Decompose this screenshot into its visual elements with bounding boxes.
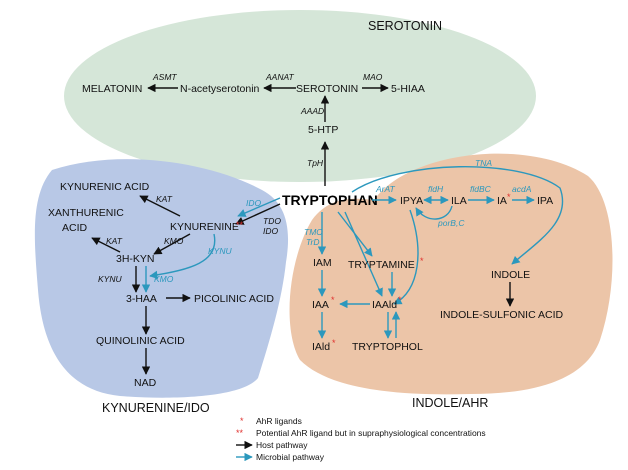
star-ia: * [507, 192, 511, 202]
enzyme-fldh: fldH [428, 184, 444, 194]
enzyme-kmo-1: KMO [164, 236, 184, 246]
region-title-serotonin: SEROTONIN [368, 19, 442, 33]
node-3h-kyn: 3H-KYN [116, 253, 155, 265]
arrow-kynurenine-to-3hkyn [153, 233, 191, 255]
node-iaa: IAA [312, 299, 329, 311]
node-xanthurenic-line1: XANTHURENIC [48, 207, 124, 219]
legend-potential-ligand: Potential AhR ligand but in supraphysiol… [256, 428, 486, 438]
enzyme-fldbc: fldBC [470, 184, 492, 194]
enzyme-aanat: AANAT [265, 72, 295, 82]
arrow-tryptophan-to-iaald [344, 211, 383, 297]
node-indole: INDOLE [491, 269, 530, 281]
node-picolinic-acid: PICOLINIC ACID [194, 293, 274, 305]
enzyme-asmt: ASMT [152, 72, 177, 82]
node-tryptophol: TRYPTOPHOL [352, 341, 423, 353]
node-quinolinic-acid: QUINOLINIC ACID [96, 335, 185, 347]
node-indole-sulfonic-acid: INDOLE-SULFONIC ACID [440, 309, 564, 321]
legend: * AhR ligands ** Potential AhR ligand bu… [236, 416, 486, 462]
indole-region [289, 153, 613, 395]
node-iam: IAM [313, 257, 332, 269]
star-tryptamine: * [420, 256, 424, 266]
node-xanthurenic-line2: ACID [62, 222, 88, 234]
enzyme-acda: acdA [512, 184, 532, 194]
kynurenine-region [34, 159, 289, 398]
arrow-ila-to-ipya-porbc [415, 205, 453, 220]
region-title-kynurenine: KYNURENINE/IDO [102, 401, 210, 415]
star-iald: * [332, 338, 336, 348]
node-ia: IA [497, 195, 507, 207]
arrow-tryptophan-to-indole-tna [351, 166, 564, 265]
enzyme-kat-1: KAT [156, 194, 173, 204]
legend-ahr-ligands: AhR ligands [256, 416, 302, 426]
node-ipya: IPYA [400, 195, 423, 207]
node-ila: ILA [451, 195, 467, 207]
enzyme-kynu-microbial: KYNU [208, 246, 232, 256]
enzyme-arat: ArAT [375, 184, 396, 194]
star-iaa: * [331, 295, 335, 305]
node-ipa: IPA [537, 195, 553, 207]
arrow-ipya-to-iaald [393, 209, 419, 305]
node-kynurenine: KYNURENINE [170, 221, 239, 233]
node-3-haa: 3-HAA [126, 293, 157, 305]
legend-star-double: ** [236, 428, 244, 438]
enzyme-mao: MAO [363, 72, 383, 82]
arrow-tryptophan-to-kynurenine-host [235, 203, 281, 225]
region-title-indole: INDOLE/AHR [412, 396, 488, 410]
enzyme-porbc: porB,C [437, 218, 465, 228]
enzyme-ido-host: IDO [263, 226, 279, 236]
node-tryptamine: TRYPTAMINE [348, 259, 415, 271]
enzyme-tmo: TMO [304, 227, 323, 237]
node-kynurenic-acid: KYNURENIC ACID [60, 181, 150, 193]
enzyme-tph: TpH [307, 158, 324, 168]
arrow-kynurenine-to-3haa-microbial [149, 233, 216, 280]
arrow-tryptophan-to-kynurenine-microbial [237, 197, 281, 217]
enzyme-ido-microbial: IDO [246, 198, 262, 208]
node-melatonin: MELATONIN [82, 83, 142, 95]
node-5-hiaa: 5-HIAA [391, 83, 425, 95]
arrow-kynurenine-to-kynurenic [139, 195, 181, 217]
node-nad: NAD [134, 377, 157, 389]
enzyme-trd: TrD [306, 237, 320, 247]
enzyme-kmo-microbial: KMO [154, 274, 174, 284]
serotonin-region [64, 10, 536, 182]
node-iaald: IAAld [372, 299, 397, 311]
star-kynurenine: ** [236, 220, 244, 230]
enzyme-kynu-host: KYNU [98, 274, 122, 284]
node-n-acetylserotonin: N-acetyserotonin [180, 83, 260, 95]
legend-microbial-pathway: Microbial pathway [256, 452, 325, 462]
enzyme-tdo: TDO [263, 216, 281, 226]
star-iaald: * [398, 295, 402, 305]
node-iald: IAld [312, 341, 330, 353]
enzyme-tna: TNA [475, 158, 492, 168]
node-5-htp: 5-HTP [308, 124, 338, 136]
arrow-3hkyn-to-xanthurenic [91, 237, 121, 253]
enzyme-kat-2: KAT [106, 236, 123, 246]
node-serotonin: SEROTONIN [296, 83, 358, 95]
legend-star-single: * [240, 416, 244, 426]
enzyme-aaad: AAAD [300, 106, 324, 116]
node-tryptophan: TRYPTOPHAN [282, 192, 378, 208]
legend-host-pathway: Host pathway [256, 440, 308, 450]
